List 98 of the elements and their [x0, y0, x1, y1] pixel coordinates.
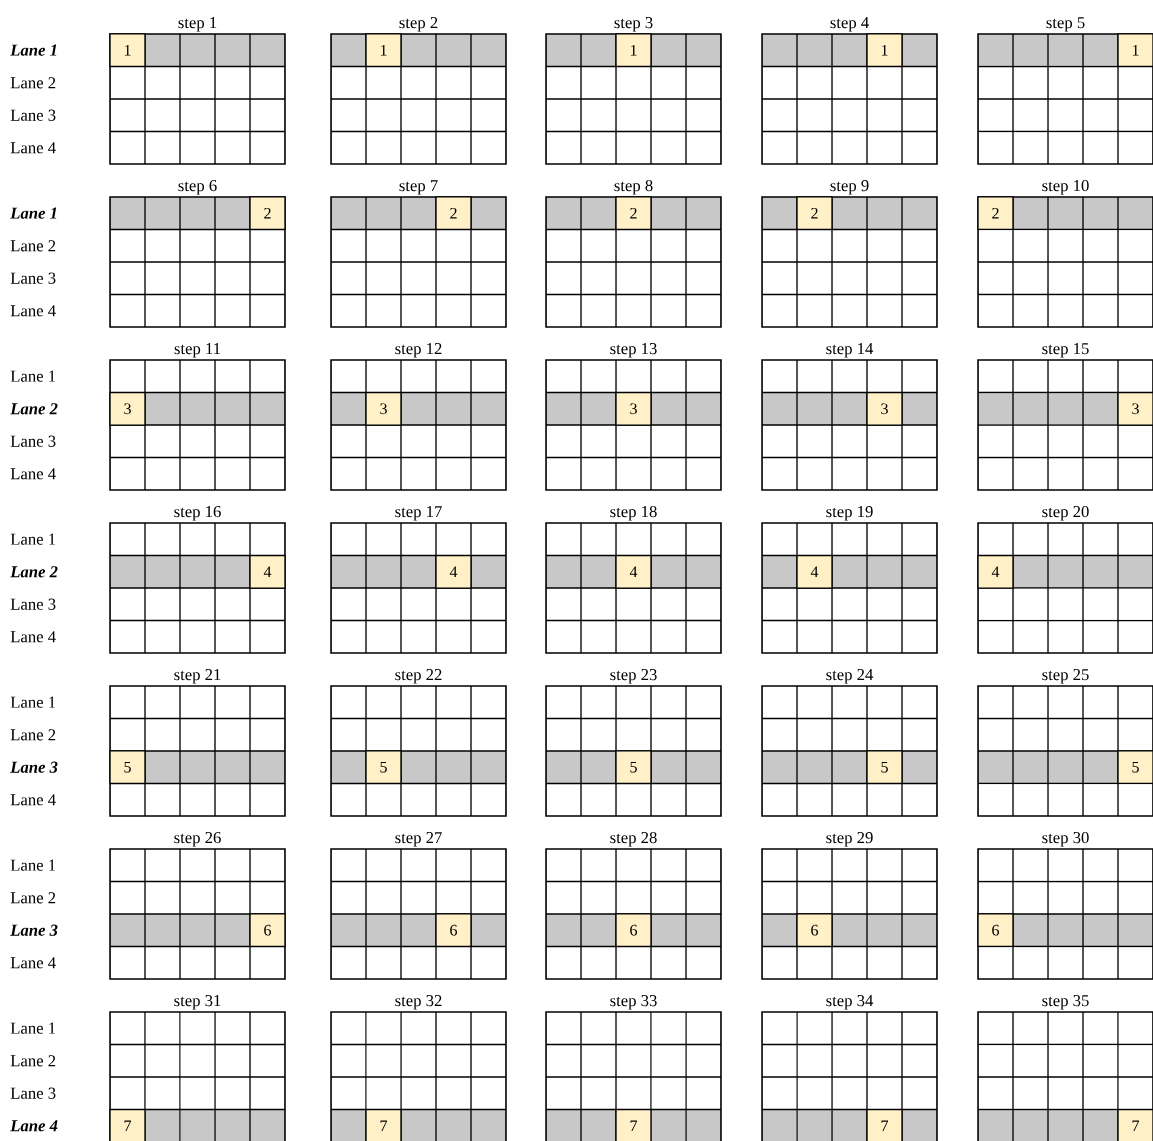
number-cell: 5 [615, 750, 652, 785]
number-cell: 1 [109, 33, 146, 68]
number-cell: 1 [866, 33, 903, 68]
lane-label: Lane 3 [10, 435, 56, 447]
lane-label: Lane 4 [10, 142, 56, 154]
node-label: step 31 [174, 995, 221, 1010]
node-label: step 14 [826, 343, 874, 358]
node-label: step 15 [1042, 343, 1089, 358]
node-label: step 32 [395, 995, 442, 1010]
node-label: step 8 [614, 179, 653, 195]
number-cell: 5 [109, 750, 146, 785]
node-label: step 4 [830, 17, 869, 32]
number-cell: 7 [866, 1108, 903, 1141]
number-cell: 2 [615, 196, 652, 231]
lane-label: Lane 3 [10, 924, 58, 936]
number-cell: 7 [615, 1108, 652, 1141]
number-cell: 6 [615, 913, 652, 948]
lane-label: Lane 1 [10, 696, 56, 708]
node-label: step 13 [610, 343, 657, 358]
lane-label: Lane 4 [10, 957, 56, 969]
node-label: step 24 [826, 669, 874, 684]
number-cell: 4 [615, 554, 652, 589]
node-label: step 19 [826, 506, 873, 521]
lane-label: Lane 4 [10, 794, 56, 806]
number-cell: 6 [249, 913, 286, 948]
number-cell: 7 [1117, 1108, 1153, 1141]
node-label: step 7 [399, 180, 438, 195]
node-label: step 5 [1046, 17, 1085, 32]
node-label: step 1 [178, 17, 217, 32]
lane-label: Lane 4 [10, 468, 56, 480]
node-label: step 33 [610, 995, 657, 1010]
lane-label: Lane 2 [10, 1055, 56, 1067]
node-label: step 10 [1042, 179, 1089, 195]
lane-label: Lane 3 [10, 272, 56, 284]
number-cell: 3 [109, 391, 146, 426]
number-cell: 6 [796, 913, 833, 948]
lane-label: Lane 3 [10, 761, 58, 773]
lane-label: Lane 2 [10, 403, 58, 415]
number-cell: 4 [249, 554, 286, 589]
node-label: step 21 [174, 669, 221, 684]
node-label: step 23 [610, 669, 657, 684]
lane-label: Lane 4 [10, 631, 56, 643]
node-label: step 17 [395, 506, 442, 521]
node-label: step 11 [174, 343, 221, 358]
number-cell: 4 [435, 554, 472, 589]
number-cell: 5 [365, 750, 402, 785]
lane-label: Lane 2 [10, 729, 56, 741]
number-cell: 7 [109, 1108, 146, 1141]
lane-label: Lane 4 [10, 1120, 58, 1132]
number-cell: 3 [365, 391, 402, 426]
lane-label: Lane 1 [10, 859, 56, 871]
number-cell: 3 [615, 391, 652, 426]
number-cell: 1 [615, 33, 652, 68]
lane-label: Lane 2 [10, 240, 56, 252]
number-cell: 7 [365, 1108, 402, 1141]
node-label: step 34 [826, 995, 874, 1010]
node-label: step 26 [174, 832, 221, 847]
number-cell: 3 [866, 391, 903, 426]
number-cell: 5 [866, 750, 903, 785]
number-cell: 2 [435, 196, 472, 231]
lane-label: Lane 3 [10, 598, 56, 610]
lane-label: Lane 2 [10, 566, 58, 578]
node-label: step 6 [178, 180, 217, 195]
lane-label: Lane 1 [10, 207, 57, 219]
number-cell: 4 [977, 554, 1014, 589]
lane-label: Lane 3 [10, 1087, 56, 1099]
node-label: step 25 [1042, 669, 1089, 684]
node-label: step 27 [395, 832, 442, 847]
number-cell: 2 [249, 196, 286, 231]
lane-label: Lane 1 [10, 370, 56, 382]
node-label: step 22 [395, 669, 442, 684]
lane-label: Lane 4 [10, 305, 56, 317]
number-cell: 1 [365, 33, 402, 68]
number-cell: 2 [796, 196, 833, 231]
number-cell: 6 [435, 913, 472, 948]
node-label: step 18 [610, 505, 657, 521]
node-label: step 29 [826, 832, 873, 847]
node-label: step 16 [174, 506, 221, 521]
number-cell: 2 [977, 196, 1014, 231]
number-cell: 6 [977, 913, 1014, 948]
lane-label: Lane 1 [10, 1022, 56, 1034]
node-label: step 28 [610, 831, 657, 847]
node-label: step 12 [395, 343, 442, 358]
lane-label: Lane 3 [10, 109, 56, 121]
lane-label: Lane 1 [10, 44, 57, 56]
node-label: step 30 [1042, 831, 1089, 847]
node-label: step 3 [614, 17, 653, 32]
lane-label: Lane 2 [10, 77, 56, 89]
node-label: step 35 [1042, 995, 1089, 1010]
number-cell: 3 [1117, 391, 1153, 426]
lane-label: Lane 2 [10, 892, 56, 904]
number-cell: 1 [1117, 33, 1153, 68]
lane-label: Lane 1 [10, 533, 56, 545]
number-cell: 4 [796, 554, 833, 589]
node-label: step 20 [1042, 505, 1089, 521]
node-label: step 2 [399, 17, 438, 32]
node-label: step 9 [830, 180, 869, 195]
number-cell: 5 [1117, 750, 1153, 785]
